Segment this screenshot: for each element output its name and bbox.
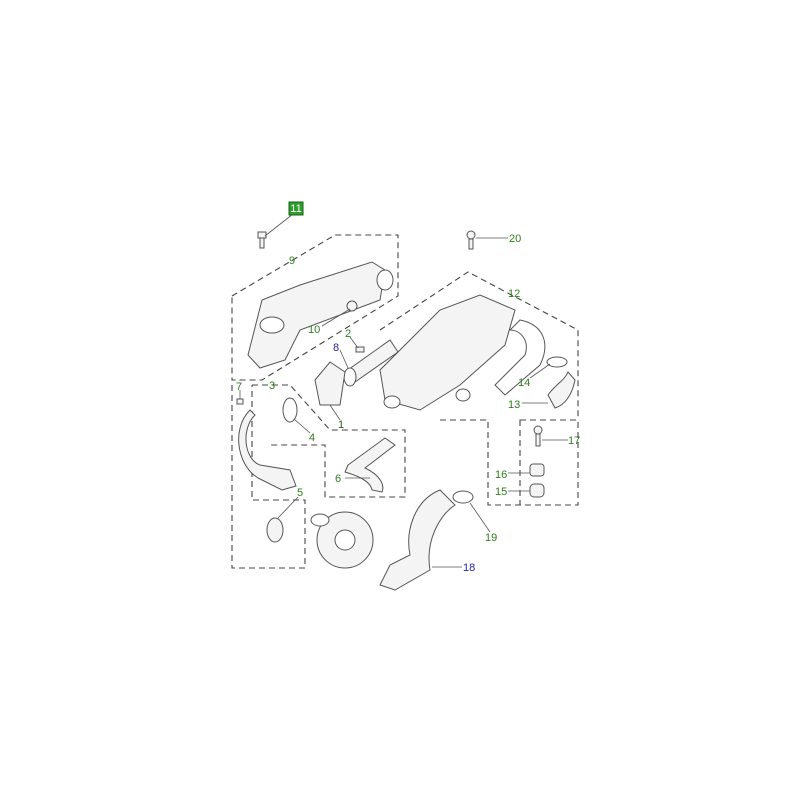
callout-15[interactable]: 15 xyxy=(495,486,507,498)
bolt-11 xyxy=(257,231,267,249)
leader-lines xyxy=(239,213,568,568)
throttle-body-1 xyxy=(314,361,346,406)
group-outline-pipe xyxy=(440,419,520,506)
callout-9[interactable]: 9 xyxy=(289,255,295,267)
callout-17[interactable]: 17 xyxy=(568,435,580,447)
turbocharger xyxy=(310,511,374,569)
callout-13[interactable]: 13 xyxy=(508,399,520,411)
callout-3[interactable]: 3 xyxy=(269,380,275,392)
bush-16 xyxy=(529,463,545,477)
group-outline-manifold xyxy=(379,271,579,420)
seal-4 xyxy=(282,397,298,423)
intake-manifold-12 xyxy=(379,294,546,411)
callout-8[interactable]: 8 xyxy=(333,342,339,354)
hose-3 xyxy=(238,409,297,491)
callout-10[interactable]: 10 xyxy=(308,324,320,336)
group-outline-hose xyxy=(252,384,406,498)
callout-5[interactable]: 5 xyxy=(297,487,303,499)
callout-7[interactable]: 7 xyxy=(236,381,242,393)
badge-number: 11 xyxy=(290,203,301,215)
callout-4[interactable]: 4 xyxy=(309,432,315,444)
clip-14 xyxy=(546,356,568,368)
bolt-17 xyxy=(533,425,543,447)
callout-20[interactable]: 20 xyxy=(509,233,521,245)
callout-14[interactable]: 14 xyxy=(518,377,530,389)
callout-18[interactable]: 18 xyxy=(463,562,475,574)
hose-13 xyxy=(547,371,576,409)
callout-2[interactable]: 2 xyxy=(345,328,351,340)
clip-19 xyxy=(452,490,474,504)
callout-badge-11[interactable]: 11 xyxy=(288,201,304,216)
callout-6[interactable]: 6 xyxy=(335,473,341,485)
bolt-2 xyxy=(355,346,365,353)
group-outline-cover xyxy=(231,234,399,381)
screw-20 xyxy=(466,230,476,250)
group-outline-left xyxy=(231,385,306,569)
adapter-5 xyxy=(266,517,284,543)
grommet-15 xyxy=(529,483,545,498)
callout-19[interactable]: 19 xyxy=(485,532,497,544)
pipe-6 xyxy=(344,437,396,493)
callout-1[interactable]: 1 xyxy=(338,419,344,431)
callout-12[interactable]: 12 xyxy=(508,288,520,300)
bolt-7 xyxy=(236,398,244,405)
group-outline-mount xyxy=(519,419,579,506)
engine-cover-9 xyxy=(247,261,394,369)
callout-16[interactable]: 16 xyxy=(495,469,507,481)
pipe-8 xyxy=(343,339,399,387)
pipe-18 xyxy=(379,489,456,591)
nut-10 xyxy=(346,300,358,312)
